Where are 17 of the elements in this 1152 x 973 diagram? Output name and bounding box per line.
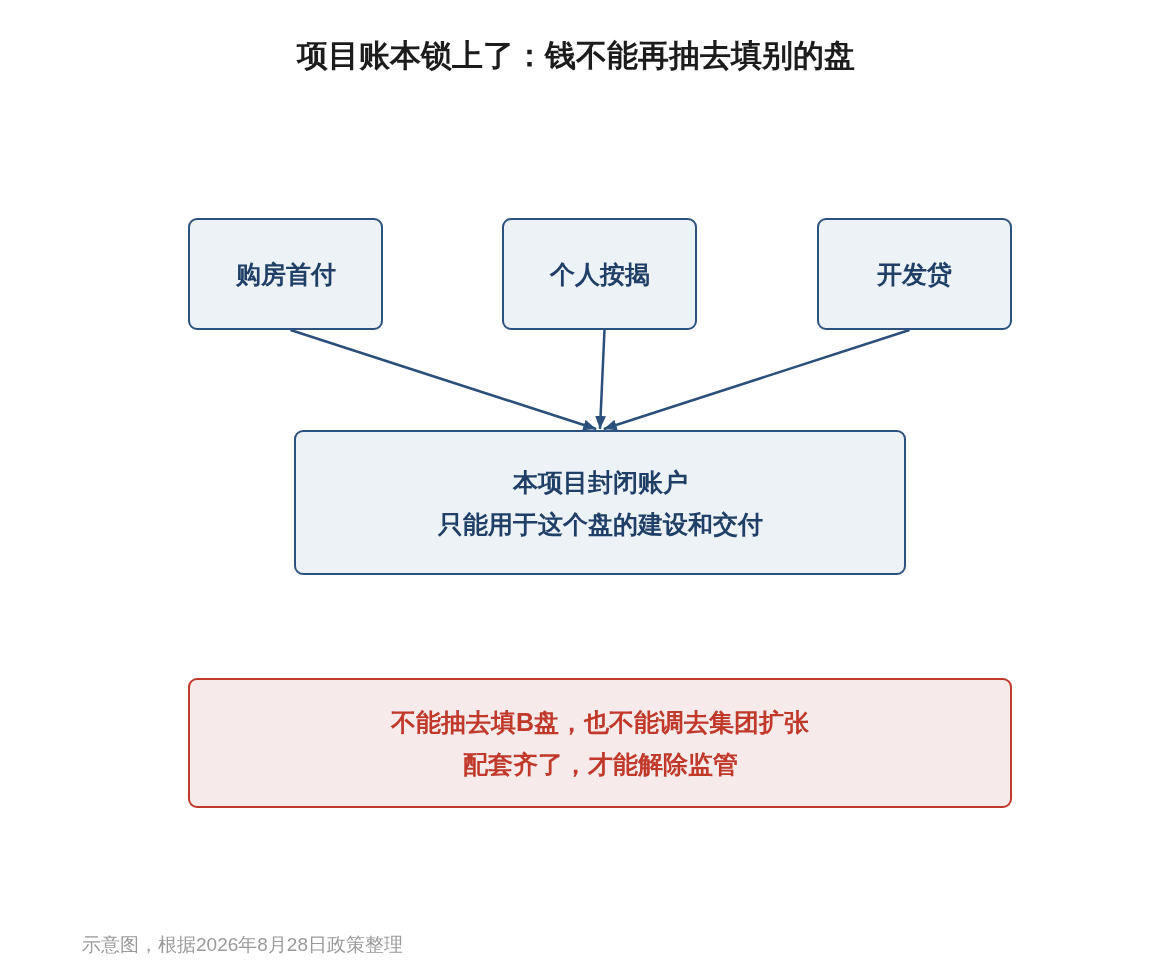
- warning-box: [188, 678, 1012, 808]
- account-box: [294, 430, 906, 575]
- arrow: [290, 328, 597, 431]
- source-box: [502, 218, 697, 330]
- box-label: 本项目封闭账户: [512, 466, 688, 498]
- box-label: 个人按揭: [549, 259, 650, 290]
- warning-text: 不能抽去填B盘，也不能调去集团扩张: [390, 707, 810, 738]
- arrow: [603, 328, 910, 431]
- warning-text: 配套齐了，才能解除监管: [462, 749, 738, 780]
- source-box: [817, 218, 1012, 330]
- box-label: 开发贷: [877, 259, 952, 290]
- box-label: 只能用于这个盘的建设和交付: [437, 508, 763, 540]
- source-box: [188, 218, 383, 330]
- diagram-title: 项目账本锁上了：钱不能再抽去填别的盘: [297, 37, 855, 75]
- box-label: 购房首付: [235, 259, 336, 290]
- arrow: [595, 329, 606, 430]
- footnote: 示意图，根据2026年8月28日政策整理: [82, 933, 403, 957]
